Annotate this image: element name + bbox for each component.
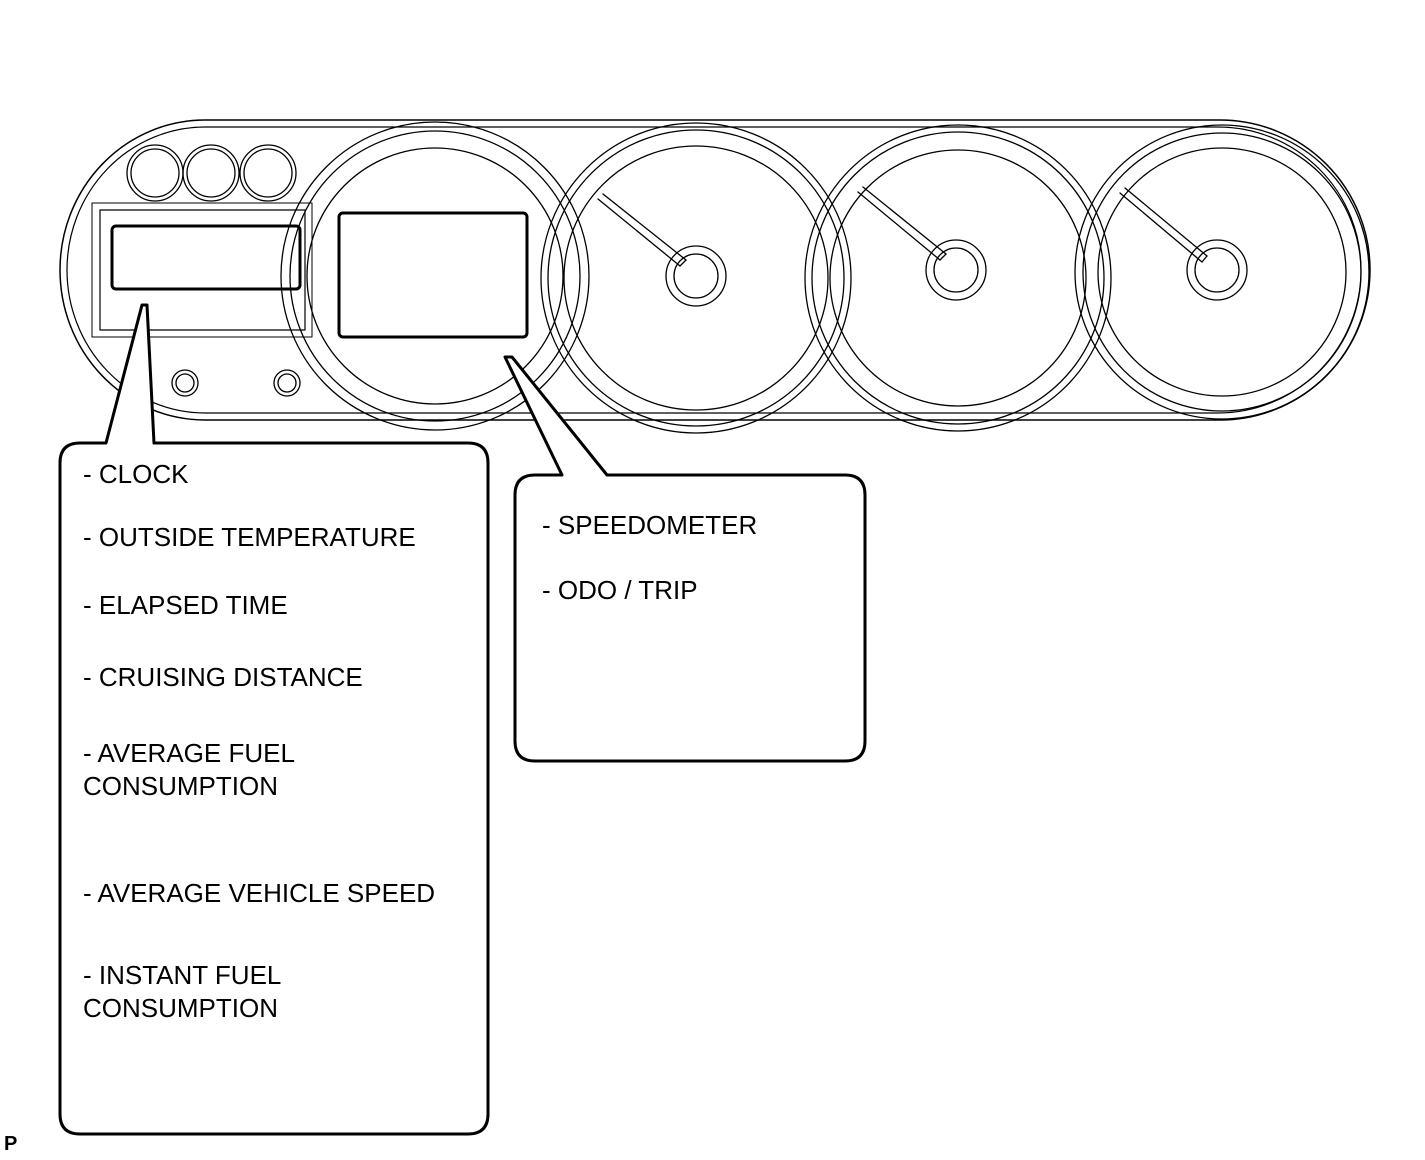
callout-item-instant-fuel: - INSTANT FUEL <box>83 960 282 990</box>
gauge-1 <box>540 122 852 434</box>
indicator-lamps <box>126 144 297 202</box>
cluster-housing <box>59 119 1371 421</box>
gauge-3 <box>1074 124 1370 420</box>
callout-item-average-fuel: - AVERAGE FUEL <box>83 738 295 768</box>
callout-item-instant-fuel-consumption: CONSUMPTION <box>83 993 278 1023</box>
callout-item-speedometer: - SPEEDOMETER <box>542 510 758 540</box>
callout-item-elapsed-time: - ELAPSED TIME <box>83 590 288 620</box>
callout-item-odo-trip: - ODO / TRIP <box>542 575 698 605</box>
callout-item-cruising-distance: - CRUISING DISTANCE <box>83 662 363 692</box>
callout-item-average-vehicle-speed: - AVERAGE VEHICLE SPEED <box>83 878 436 908</box>
multi-info-callout-box <box>58 303 490 1136</box>
callout-item-clock: - CLOCK <box>83 459 189 489</box>
corner-mark: P <box>4 1133 18 1155</box>
gauge-2 <box>804 124 1112 432</box>
multi-info-display <box>110 224 302 291</box>
callout-item-average-fuel-consumption: CONSUMPTION <box>83 771 278 801</box>
callout-item-outside-temperature: - OUTSIDE TEMPERATURE <box>83 522 416 552</box>
speedometer-display <box>337 211 529 339</box>
left-module-outline <box>91 202 313 338</box>
adjust-knobs <box>171 369 301 397</box>
speedometer-dial <box>280 121 590 431</box>
speedometer-callout-box <box>503 355 867 763</box>
